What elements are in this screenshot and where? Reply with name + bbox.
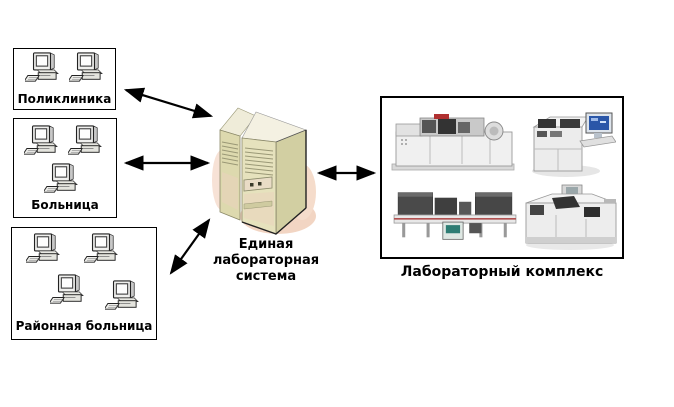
computer-icon bbox=[44, 163, 78, 195]
computer-icon bbox=[24, 125, 58, 157]
node-lab-complex bbox=[380, 96, 624, 259]
computer-icon bbox=[69, 52, 103, 84]
lab-analyzer-1-image bbox=[390, 110, 520, 174]
computer-icon bbox=[105, 280, 139, 312]
server-illustration bbox=[212, 100, 316, 240]
node-polyclinic: Поликлиника bbox=[13, 48, 116, 110]
node-district-hospital: Районная больница bbox=[11, 227, 157, 340]
computer-icon bbox=[25, 52, 59, 84]
lab-analyzer-3-image bbox=[522, 180, 620, 252]
server-label: Единая лабораторная система bbox=[212, 237, 320, 284]
district-hospital-label: Районная больница bbox=[15, 319, 153, 333]
node-hospital: Больница bbox=[13, 118, 117, 218]
arrow-polyclinic-server bbox=[123, 87, 214, 119]
server-towers-icon bbox=[212, 107, 316, 235]
polyclinic-label: Поликлиника bbox=[17, 92, 112, 106]
arrow-district-server bbox=[169, 218, 211, 275]
computer-icon bbox=[68, 125, 102, 157]
computer-icon bbox=[50, 274, 84, 306]
lab-analyzer-2-image bbox=[528, 108, 616, 180]
computer-icon bbox=[26, 233, 60, 265]
computer-icon bbox=[84, 233, 118, 265]
lab-complex-label: Лабораторный комплекс bbox=[400, 264, 604, 280]
lab-automation-line-image bbox=[390, 188, 520, 246]
hospital-label: Больница bbox=[31, 198, 99, 212]
